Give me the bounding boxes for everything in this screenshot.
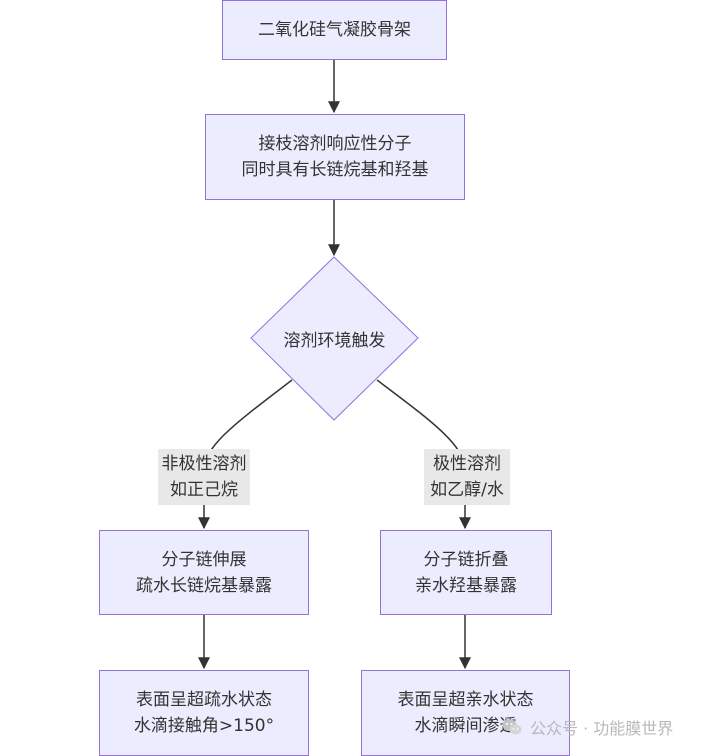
node-superhydrophobic: 表面呈超疏水状态 水滴接触角>150°	[99, 670, 309, 756]
wechat-icon	[502, 719, 522, 735]
node-graft-line-1: 接枝溶剂响应性分子	[258, 134, 412, 154]
node-hydrophobic-line-1: 表面呈超疏水状态	[136, 690, 272, 710]
node-graft-molecules: 接枝溶剂响应性分子 同时具有长链烷基和羟基	[205, 114, 465, 200]
node-hydrophobic-line-2: 水滴接触角>150°	[133, 716, 275, 736]
edge-label-polar-line-2: 如乙醇/水	[430, 480, 504, 500]
node-silica-line-1: 二氧化硅气凝胶骨架	[258, 20, 411, 40]
node-hydrophilic-line-2: 水滴瞬间渗透	[414, 716, 517, 736]
node-hydrophilic-line-1: 表面呈超亲水状态	[397, 690, 534, 710]
node-chain-fold: 分子链折叠 亲水羟基暴露	[380, 530, 552, 615]
edge-label-nonpolar-line-1: 非极性溶剂	[161, 454, 247, 474]
node-silica-skeleton: 二氧化硅气凝胶骨架	[222, 0, 447, 60]
decision-solvent-trigger: 溶剂环境触发	[251, 318, 418, 358]
decision-diamond-shape	[250, 256, 419, 421]
node-graft-line-2: 同时具有长链烷基和羟基	[241, 160, 429, 180]
edge-label-nonpolar: 非极性溶剂 如正己烷	[158, 449, 250, 505]
node-stretch-line-1: 分子链伸展	[161, 549, 247, 570]
decision-label: 溶剂环境触发	[283, 330, 386, 351]
node-superhydrophilic: 表面呈超亲水状态 水滴瞬间渗透	[361, 670, 570, 756]
watermark: 公众号 · 功能膜世界	[500, 712, 700, 742]
edge-label-polar-line-1: 极性溶剂	[433, 454, 501, 474]
watermark-text: 公众号 · 功能膜世界	[530, 719, 674, 738]
node-fold-line-1: 分子链折叠	[423, 549, 509, 570]
node-chain-stretch: 分子链伸展 疏水长链烷基暴露	[99, 530, 309, 615]
edge-label-polar: 极性溶剂 如乙醇/水	[424, 449, 510, 505]
edge-label-nonpolar-line-2: 如正己烷	[170, 480, 238, 500]
node-stretch-line-2: 疏水长链烷基暴露	[136, 575, 272, 596]
node-fold-line-2: 亲水羟基暴露	[415, 575, 517, 596]
